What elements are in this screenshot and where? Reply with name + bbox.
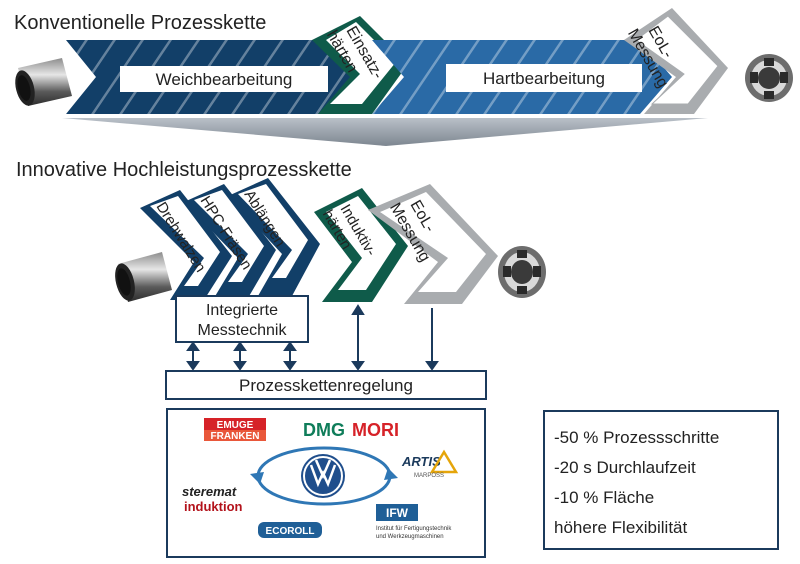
svg-text:Institut für Fertigungstechnik: Institut für Fertigungstechnik (376, 526, 452, 532)
svg-text:IFW: IFW (386, 506, 409, 520)
emuge-franken-logo: EMUGE FRANKEN (204, 418, 266, 442)
raw-tube-icon-2 (115, 252, 172, 302)
svg-text:FRANKEN: FRANKEN (211, 431, 260, 442)
integrated-measurement-label-2: Messtechnik (198, 322, 288, 339)
finished-cage-icon-2 (498, 246, 546, 298)
partner-logos-box (166, 408, 486, 558)
ecoroll-logo: ECOROLL (258, 522, 322, 538)
step-ablaengen-chevron (228, 178, 320, 296)
svg-text:MARPOSS: MARPOSS (414, 473, 444, 479)
result-process-steps: -50 % Prozessschritte (554, 428, 720, 447)
conventional-title: Konventionelle Prozesskette (14, 12, 266, 34)
svg-text:ARTIS: ARTIS (401, 454, 441, 469)
feedback-arrows (186, 304, 439, 371)
artis-marposs-logo: ARTIS MARPOSS (401, 449, 459, 479)
ifw-logo: IFW Institut für Fertigungstechnik und W… (376, 504, 452, 540)
svg-text:EMUGE: EMUGE (217, 420, 254, 431)
finished-cage-icon (745, 54, 793, 102)
results-box (543, 410, 779, 550)
process-control-box (165, 370, 487, 400)
hard-machining-label: Hartbearbeitung (483, 69, 605, 88)
result-flexibility: höhere Flexibilität (554, 518, 688, 537)
svg-text:MORI: MORI (352, 420, 399, 440)
soft-machining-label-box (120, 66, 328, 92)
result-floor-space: -10 % Fläche (554, 488, 655, 507)
transition-arrow (62, 118, 708, 146)
cycle-arrow-icon (250, 446, 398, 506)
step-drehwalzen-chevron (140, 190, 232, 300)
hard-machining-label-box (446, 64, 642, 92)
eol-chevron-bottom (368, 184, 498, 304)
svg-text:induktion: induktion (184, 499, 243, 514)
integrated-measurement-box (175, 295, 309, 343)
innovative-title: Innovative Hochleistungsprozesskette (16, 159, 352, 181)
svg-text:steremat: steremat (182, 484, 237, 499)
svg-text:ECOROLL: ECOROLL (266, 526, 315, 537)
raw-tube-icon (15, 58, 72, 106)
eol-chevron-top (624, 8, 728, 114)
step-hpc-chevron (184, 184, 276, 298)
integrated-measurement-label-1: Integrierte (206, 302, 278, 319)
dmg-mori-logo: DMG MORI (303, 420, 399, 440)
svg-text:DMG: DMG (303, 420, 345, 440)
steremat-logo: steremat induktion (182, 484, 243, 514)
vw-logo (301, 454, 345, 498)
svg-text:und Werkzeugmaschinen: und Werkzeugmaschinen (376, 534, 444, 540)
soft-machining-label: Weichbearbeitung (156, 70, 293, 89)
result-throughput-time: -20 s Durchlaufzeit (554, 458, 696, 477)
process-control-label: Prozesskettenregelung (239, 376, 413, 395)
